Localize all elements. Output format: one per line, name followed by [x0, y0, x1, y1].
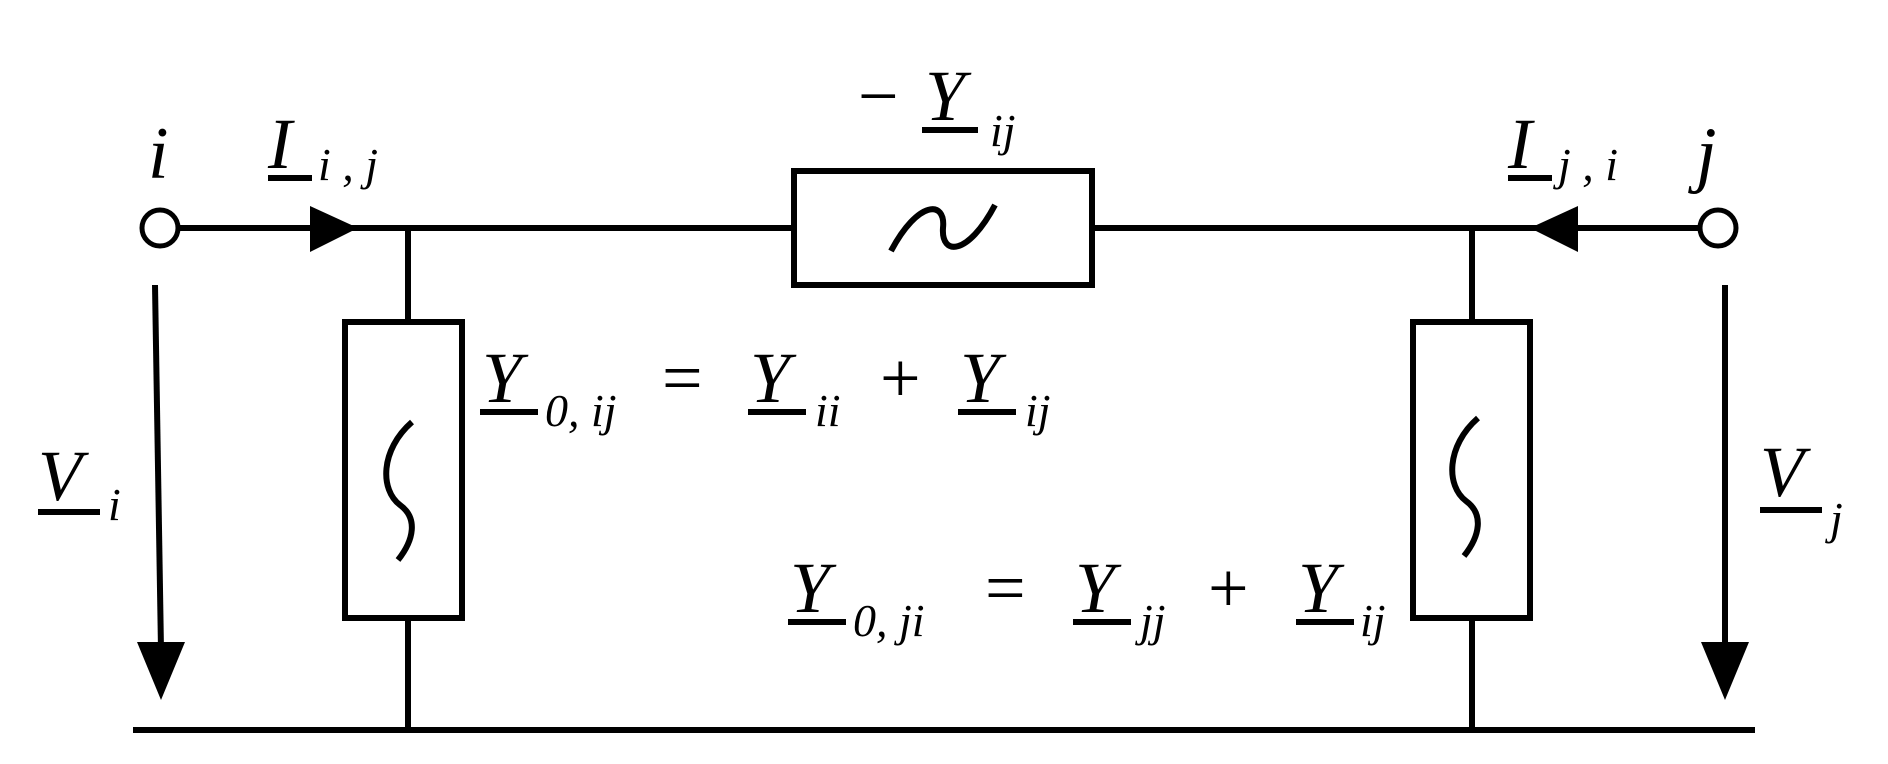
- equation-shunt-i: Y 0, ij = Y ii + Y ij: [480, 338, 1051, 436]
- equation-shunt-j: Y 0, ji = Y jj + Y ij: [788, 548, 1386, 646]
- eq-i-term2-subscript: ij: [1025, 385, 1051, 436]
- eq-j-lhs-symbol: Y: [790, 548, 837, 628]
- right-shunt-box: [1410, 319, 1533, 621]
- series-y-subscript: ij: [990, 105, 1016, 156]
- voltage-arrow-j-head: [1701, 642, 1749, 700]
- current-ij-symbol: I: [267, 104, 295, 184]
- eq-i-term1-subscript: ii: [815, 385, 841, 436]
- eq-j-term2-subscript: ij: [1360, 595, 1386, 646]
- voltage-arrow-i-shaft: [152, 284, 164, 651]
- terminal-i[interactable]: [139, 207, 181, 249]
- eq-j-term1-subscript: jj: [1135, 595, 1166, 646]
- eq-i-lhs-symbol: Y: [482, 338, 529, 418]
- current-arrow-ji: [1530, 206, 1578, 252]
- node-j-label: j: [1688, 113, 1717, 195]
- eq-i-term2-symbol: Y: [960, 338, 1007, 418]
- terminal-j[interactable]: [1697, 207, 1739, 249]
- voltage-j-symbol: V: [1760, 432, 1811, 512]
- current-arrow-ij: [310, 206, 358, 252]
- eq-j-term1-symbol: Y: [1075, 548, 1122, 628]
- series-tilde-icon: [888, 203, 998, 253]
- eq-j-equals: =: [985, 548, 1026, 628]
- eq-j-plus: +: [1208, 548, 1249, 628]
- right-shunt-tilde-icon: [1449, 415, 1481, 558]
- voltage-i-subscript: i: [108, 479, 121, 530]
- eq-j-term2-symbol: Y: [1298, 548, 1345, 628]
- voltage-j-subscript: j: [1825, 493, 1843, 544]
- node-i-label: i: [148, 113, 169, 195]
- voltage-i-symbol: V: [38, 436, 89, 516]
- series-minus-sign: −: [858, 56, 899, 136]
- left-shunt-tilde-icon: [383, 419, 415, 562]
- series-y-symbol: Y: [925, 56, 972, 136]
- eq-i-plus: +: [880, 338, 921, 418]
- current-ji-subscript: j , i: [1553, 139, 1618, 190]
- eq-j-lhs-subscript: 0, ji: [853, 595, 925, 646]
- eq-i-equals: =: [662, 338, 703, 418]
- eq-i-term1-symbol: Y: [750, 338, 797, 418]
- left-shunt-box: [342, 319, 465, 621]
- current-ji-symbol: I: [1507, 104, 1535, 184]
- voltage-arrow-i-head: [137, 642, 185, 700]
- current-ij-subscript: i , j: [318, 139, 378, 190]
- eq-i-lhs-subscript: 0, ij: [545, 385, 617, 436]
